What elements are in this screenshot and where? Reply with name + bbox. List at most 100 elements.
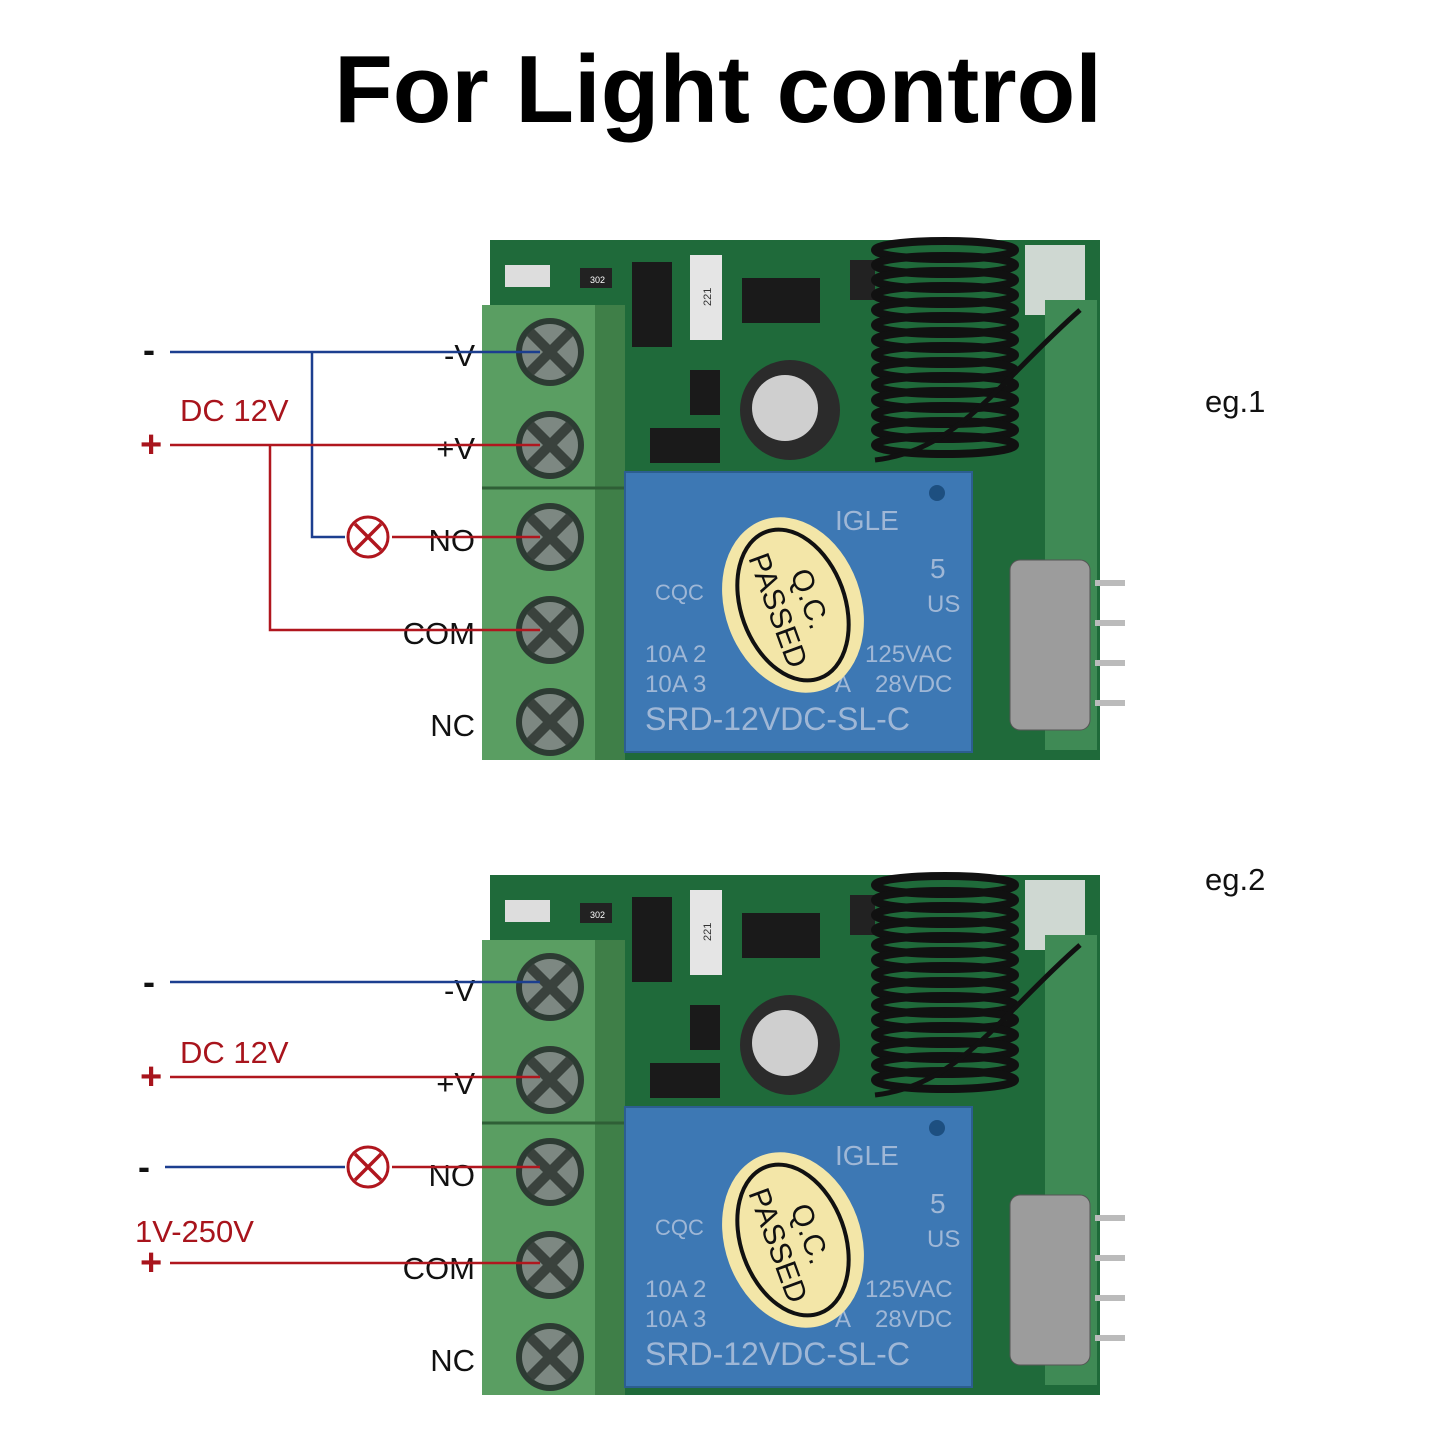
- lamp-icon: [346, 1145, 390, 1189]
- example-label: eg.1: [1205, 384, 1265, 419]
- relay-us: US: [927, 1226, 960, 1253]
- relay-rating: 125VAC: [865, 1276, 953, 1303]
- load-supply-label: 1V-250V: [135, 1214, 254, 1249]
- relay-cert: CQC: [655, 580, 704, 605]
- capacitor-top: [752, 375, 818, 441]
- terminal-label: +V: [436, 431, 475, 466]
- terminal-label: NO: [429, 523, 476, 558]
- screw-slot: [526, 1056, 574, 1104]
- inductor-label: 221: [702, 288, 714, 306]
- relay-us: US: [927, 591, 960, 618]
- pin: [1095, 1295, 1125, 1301]
- relay-cert: CQC: [655, 1215, 704, 1240]
- pin: [1095, 1335, 1125, 1341]
- screw-slot: [526, 1148, 574, 1196]
- terminal-label: +V: [436, 1066, 475, 1101]
- capacitor-top: [752, 1010, 818, 1076]
- pin: [1095, 700, 1125, 706]
- screw-slot: [526, 606, 574, 654]
- transistor: [690, 1005, 720, 1050]
- relay-rating: 28VDC: [875, 1306, 952, 1333]
- transistor: [850, 260, 875, 300]
- screw-slot: [526, 421, 574, 469]
- sticker-ring: [735, 527, 851, 683]
- diode: [632, 262, 672, 347]
- crystal-oscillator: [1009, 559, 1091, 731]
- led: [505, 900, 550, 922]
- antenna-wire: [874, 308, 1082, 463]
- supply-label: DC 12V: [180, 1035, 289, 1070]
- regulator: [742, 913, 820, 958]
- resistor-label: 302: [590, 910, 605, 920]
- wiring-eg1: eg.1 - + DC 12V: [140, 329, 1265, 632]
- terminal-label: COM: [403, 1251, 475, 1286]
- plus-sign: +: [140, 1056, 162, 1098]
- relay-board-eg1: 302 221 -V +V NO COM NC IGLE CQC 5US 10A 2 125VAC 10…: [403, 237, 1125, 760]
- transistor: [690, 370, 720, 415]
- terminal-label: NC: [430, 708, 475, 743]
- qc-sticker: Q.C.PASSED: [722, 517, 864, 693]
- relay-hole: [929, 485, 945, 501]
- pin: [1095, 1215, 1125, 1221]
- pin: [1095, 1255, 1125, 1261]
- led: [505, 265, 550, 287]
- screw-slot: [526, 513, 574, 561]
- terminal-label: COM: [403, 616, 475, 651]
- terminal-label: -V: [444, 338, 475, 373]
- relay-rating: 10A 3: [645, 1306, 706, 1333]
- screw-slot: [526, 1333, 574, 1381]
- lamp-icon: [346, 515, 390, 559]
- qc-sticker: Q.C.PASSED: [722, 1152, 864, 1328]
- relay-rating: 5: [930, 1188, 946, 1219]
- supply-label: DC 12V: [180, 393, 289, 428]
- relay-rating: 10A 3: [645, 671, 706, 698]
- screw-slot: [526, 1241, 574, 1289]
- pin: [1095, 620, 1125, 626]
- relay-brand: IGLE: [835, 1140, 899, 1171]
- minus-sign: -: [143, 961, 155, 1002]
- screw-slot: [526, 963, 574, 1011]
- resistor: [580, 268, 612, 288]
- relay-rating: 125VAC: [865, 641, 953, 668]
- page-title: For Light control: [334, 36, 1102, 143]
- load-minus-sign: -: [138, 1146, 150, 1187]
- inductor: [690, 890, 722, 975]
- minus-sign: -: [143, 329, 155, 370]
- antenna-wire: [874, 943, 1082, 1098]
- relay-rating: 10A 2: [645, 1276, 706, 1303]
- terminal-label: NO: [429, 1158, 476, 1193]
- transistor: [850, 895, 875, 935]
- relay-model: SRD-12VDC-SL-C: [645, 1336, 910, 1372]
- relay-rating: 10A 2: [645, 641, 706, 668]
- load-plus-sign: +: [140, 1242, 162, 1284]
- wiring-eg2: eg.2 - + DC 12V - 1V-250V +: [135, 862, 1265, 1284]
- screw-slot: [526, 698, 574, 746]
- positive-wire-to-com: [268, 445, 540, 632]
- sticker-ring: [735, 1162, 851, 1318]
- resistor-label: 302: [590, 275, 605, 285]
- terminal-block-side: [595, 305, 625, 760]
- inductor: [690, 255, 722, 340]
- diode: [650, 1063, 720, 1098]
- terminal-label: NC: [430, 1343, 475, 1378]
- screw-slot: [526, 328, 574, 376]
- diode: [650, 428, 720, 463]
- plus-sign: +: [140, 424, 162, 466]
- crystal-oscillator: [1009, 1194, 1091, 1366]
- terminal-label: -V: [444, 973, 475, 1008]
- pin: [1095, 580, 1125, 586]
- relay-model: SRD-12VDC-SL-C: [645, 701, 910, 737]
- resistor: [580, 903, 612, 923]
- example-label: eg.2: [1205, 862, 1265, 897]
- relay-board-eg2: 302 221 -V +V NO COM NC IGLE CQC 5US 10A 2 125VAC 10…: [403, 872, 1125, 1395]
- relay-brand: IGLE: [835, 505, 899, 536]
- pin: [1095, 660, 1125, 666]
- relay-rating: 28VDC: [875, 671, 952, 698]
- diode: [632, 897, 672, 982]
- negative-wire-to-lamp: [310, 352, 345, 539]
- terminal-block-side: [595, 940, 625, 1395]
- inductor-label: 221: [702, 923, 714, 941]
- relay-hole: [929, 1120, 945, 1136]
- regulator: [742, 278, 820, 323]
- relay-rating: 5: [930, 553, 946, 584]
